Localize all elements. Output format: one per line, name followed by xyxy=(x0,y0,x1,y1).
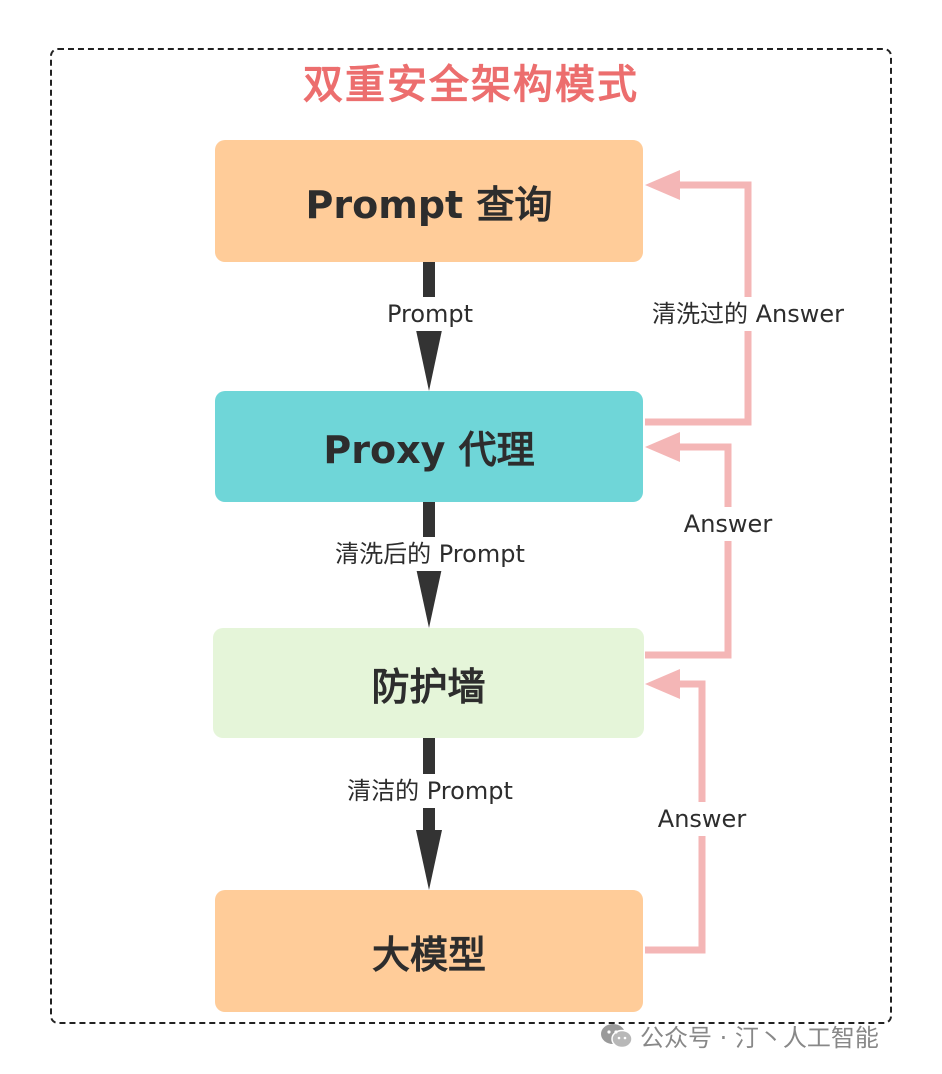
return-arrowhead-proxy-to-query xyxy=(645,170,680,200)
return-arrowhead-llm-to-firewall xyxy=(645,669,680,699)
wechat-icon xyxy=(601,1023,633,1048)
return-label-answer-firewall: Answer xyxy=(650,802,754,836)
diagram-title: 双重安全架构模式 xyxy=(303,62,639,108)
prompt-query-box: Prompt 查询 xyxy=(215,140,643,262)
diagram-frame xyxy=(50,48,892,1024)
return-arrow-firewall-to-proxy xyxy=(645,443,732,659)
firewall-box: 防护墙 xyxy=(213,628,644,738)
watermark: 公众号 · 汀丶人工智能 xyxy=(600,1018,879,1053)
forward-arrow-3 xyxy=(416,738,442,890)
proxy-box: Proxy 代理 xyxy=(215,391,643,502)
llm-box: 大模型 xyxy=(215,890,643,1012)
watermark-text: 公众号 · 汀丶人工智能 xyxy=(640,1024,879,1052)
flow-label-prompt: Prompt xyxy=(376,297,484,331)
return-label-answer-proxy: Answer xyxy=(676,507,780,541)
return-arrowhead-firewall-to-proxy xyxy=(645,432,680,462)
return-label-cleaned-answer: 清洗过的 Answer xyxy=(642,297,854,331)
flow-label-cleaned-prompt: 清洗后的 Prompt xyxy=(322,537,538,571)
flow-label-clean-prompt: 清洁的 Prompt xyxy=(334,774,526,808)
